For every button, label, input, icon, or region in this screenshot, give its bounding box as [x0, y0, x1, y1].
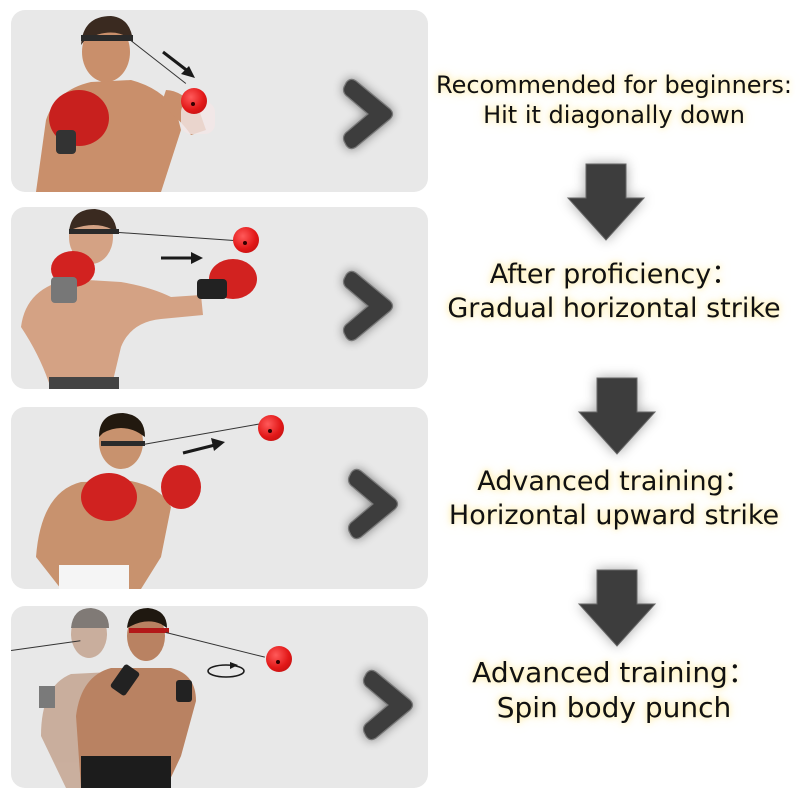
- chevron-right-icon: [362, 669, 414, 741]
- arrow-up-right-icon: [182, 438, 225, 455]
- step-1-illustration-panel: [11, 10, 428, 192]
- arrow-right-icon: [161, 252, 203, 264]
- step-2-caption: After proficiency： Gradual horizontal st…: [428, 258, 800, 326]
- step-1-level: Recommended for beginners:: [435, 71, 792, 99]
- reflex-ball: [181, 88, 207, 114]
- chevron-right-icon: [342, 270, 394, 342]
- boxer-spin-body-punch-image: [39, 608, 196, 788]
- step-3-illustration-panel: [11, 407, 428, 589]
- boxer-diagonal-down-strike-image: [36, 16, 215, 192]
- step-4-technique: Spin body punch: [496, 691, 732, 724]
- step-2-technique: Gradual horizontal strike: [447, 292, 781, 324]
- reflex-ball: [258, 415, 284, 441]
- boxer-horizontal-strike-image: [21, 209, 257, 389]
- step-4-level: Advanced training：: [472, 656, 756, 689]
- down-arrow-icon: [577, 569, 657, 647]
- step-4-illustration-panel: [11, 606, 428, 788]
- down-arrow-icon: [577, 377, 657, 455]
- arrow-down-right-icon: [162, 50, 195, 78]
- boxer-horizontal-upward-strike-image: [36, 413, 201, 589]
- step-1-technique: Hit it diagonally down: [483, 101, 745, 129]
- chevron-right-icon: [347, 468, 399, 540]
- step-3-level: Advanced training：: [477, 466, 751, 497]
- step-2-illustration-panel: [11, 207, 428, 389]
- reflex-ball: [266, 646, 292, 672]
- step-1-caption: Recommended for beginners: Hit it diagon…: [428, 70, 800, 130]
- step-3-caption: Advanced training： Horizontal upward str…: [428, 465, 800, 533]
- chevron-right-icon: [342, 78, 394, 150]
- step-2-level: After proficiency：: [489, 259, 739, 290]
- down-arrow-icon: [566, 163, 646, 241]
- step-3-technique: Horizontal upward strike: [448, 499, 780, 531]
- reflex-ball: [233, 227, 259, 253]
- rotate-arrow-icon: [207, 662, 245, 678]
- step-4-caption: Advanced training： Spin body punch: [428, 655, 800, 725]
